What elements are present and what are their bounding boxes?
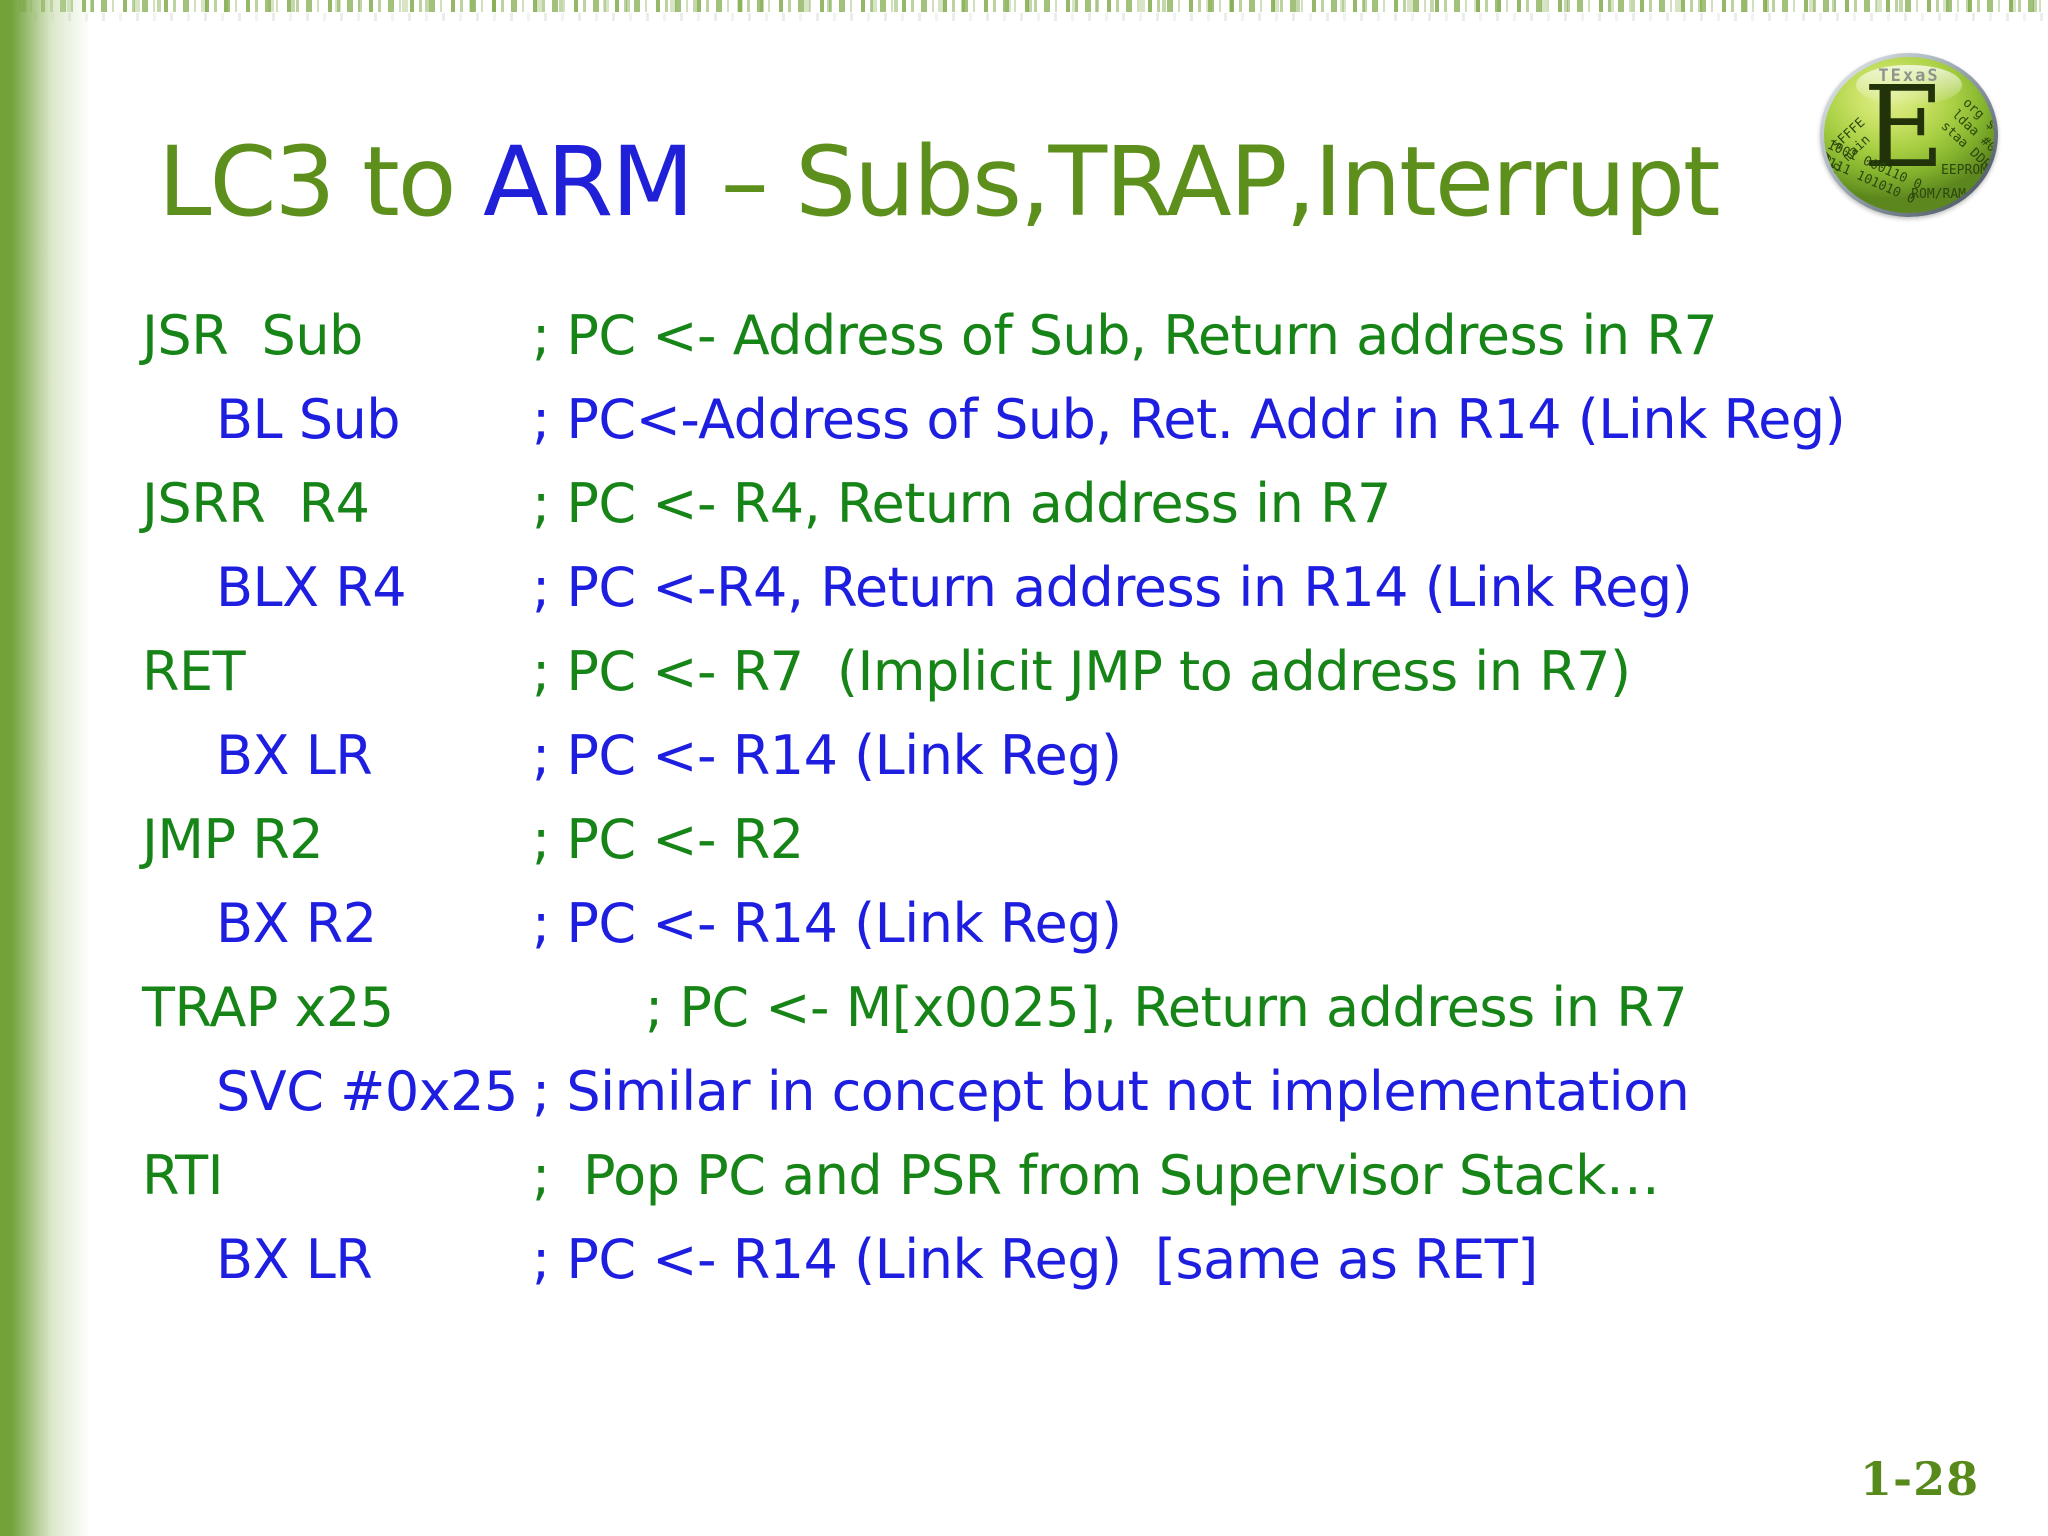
instruction: BX R2: [216, 892, 377, 955]
comment: ; Similar in concept but not implementat…: [532, 1060, 1690, 1123]
code-line-bl: BL Sub ; PC<-Address of Sub, Ret. Addr in…: [142, 378, 1846, 462]
comment: ; PC <- R14 (Link Reg) [same as RET]: [532, 1228, 1538, 1291]
comment: ; Pop PC and PSR from Supervisor Stack…: [532, 1144, 1660, 1207]
top-border-pattern: [0, 0, 2048, 21]
code-line-blx: BLX R4 ; PC <-R4, Return address in R14 (…: [142, 546, 1845, 630]
comment: ; PC <- M[x0025], Return address in R7: [645, 976, 1688, 1039]
code-line-trap: TRAP x25 ; PC <- M[x0025], Return address…: [142, 966, 1845, 1050]
page-number: 1-28: [1860, 1452, 1980, 1506]
logo-eeprom-label: EEPROM: [1941, 163, 1988, 178]
instruction: JSR Sub: [142, 304, 363, 367]
comment: ; PC <- R14 (Link Reg): [532, 724, 1122, 787]
comment: ; PC <-R4, Return address in R14 (Link R…: [532, 556, 1693, 619]
comment: ; PC <- R2: [532, 808, 804, 871]
comment: ; PC <- R14 (Link Reg): [532, 892, 1122, 955]
comment: ; PC<-Address of Sub, Ret. Addr in R14 (…: [532, 388, 1846, 451]
code-line-bx-r2: BX R2 ; PC <- R14 (Link Reg): [142, 882, 1845, 966]
logo-letter-e: E: [1863, 63, 1945, 194]
instruction: TRAP x25: [142, 976, 394, 1039]
code-line-ret: RET ; PC <- R7 (Implicit JMP to address i…: [142, 630, 1845, 714]
instruction: BL Sub: [216, 388, 401, 451]
code-line-jsrr: JSRR R4 ; PC <- R4, Return address in R7: [142, 462, 1845, 546]
title-segment-lc3-to: LC3 to: [158, 126, 483, 239]
code-line-bx-lr: BX LR ; PC <- R14 (Link Reg): [142, 714, 1845, 798]
code-listing: JSR Sub ; PC <- Address of Sub, Return ad…: [142, 294, 1846, 1302]
instruction: BX LR: [216, 1228, 373, 1291]
code-line-svc: SVC #0x25; Similar in concept but not im…: [142, 1050, 1845, 1134]
instruction: RTI: [142, 1144, 224, 1207]
code-line-bx-lr-2: BX LR ; PC <- R14 (Link Reg) [same as RET…: [142, 1218, 1845, 1302]
instruction: BLX R4: [216, 556, 407, 619]
instruction: BX LR: [216, 724, 373, 787]
logo-texas-label: TExaS: [1878, 66, 1940, 86]
comment: ; PC <- Address of Sub, Return address i…: [532, 304, 1718, 367]
instruction: RET: [142, 640, 246, 703]
comment: ; PC <- R4, Return address in R7: [532, 472, 1391, 535]
code-line-jsr: JSR Sub ; PC <- Address of Sub, Return ad…: [142, 294, 1845, 378]
left-gradient-bar: [0, 0, 92, 1536]
title-segment-subs-trap-interrupt: – Subs,TRAP,Interrupt: [692, 126, 1721, 239]
code-line-rti: RTI ; Pop PC and PSR from Supervisor Stac…: [142, 1134, 1845, 1218]
slide-title: LC3 to ARM – Subs,TRAP,Interrupt: [158, 122, 1721, 242]
logo-romram-label: ROM/RAM: [1911, 187, 1966, 202]
logo-gloss-highlight: [1856, 64, 1962, 106]
comment: ; PC <- R7 (Implicit JMP to address in R…: [532, 640, 1631, 703]
instruction: SVC #0x25: [216, 1060, 518, 1123]
title-segment-arm: ARM: [483, 126, 694, 239]
code-line-jmp: JMP R2 ; PC <- R2: [142, 798, 1845, 882]
instruction: JSRR R4: [142, 472, 370, 535]
instruction: JMP R2: [142, 808, 324, 871]
